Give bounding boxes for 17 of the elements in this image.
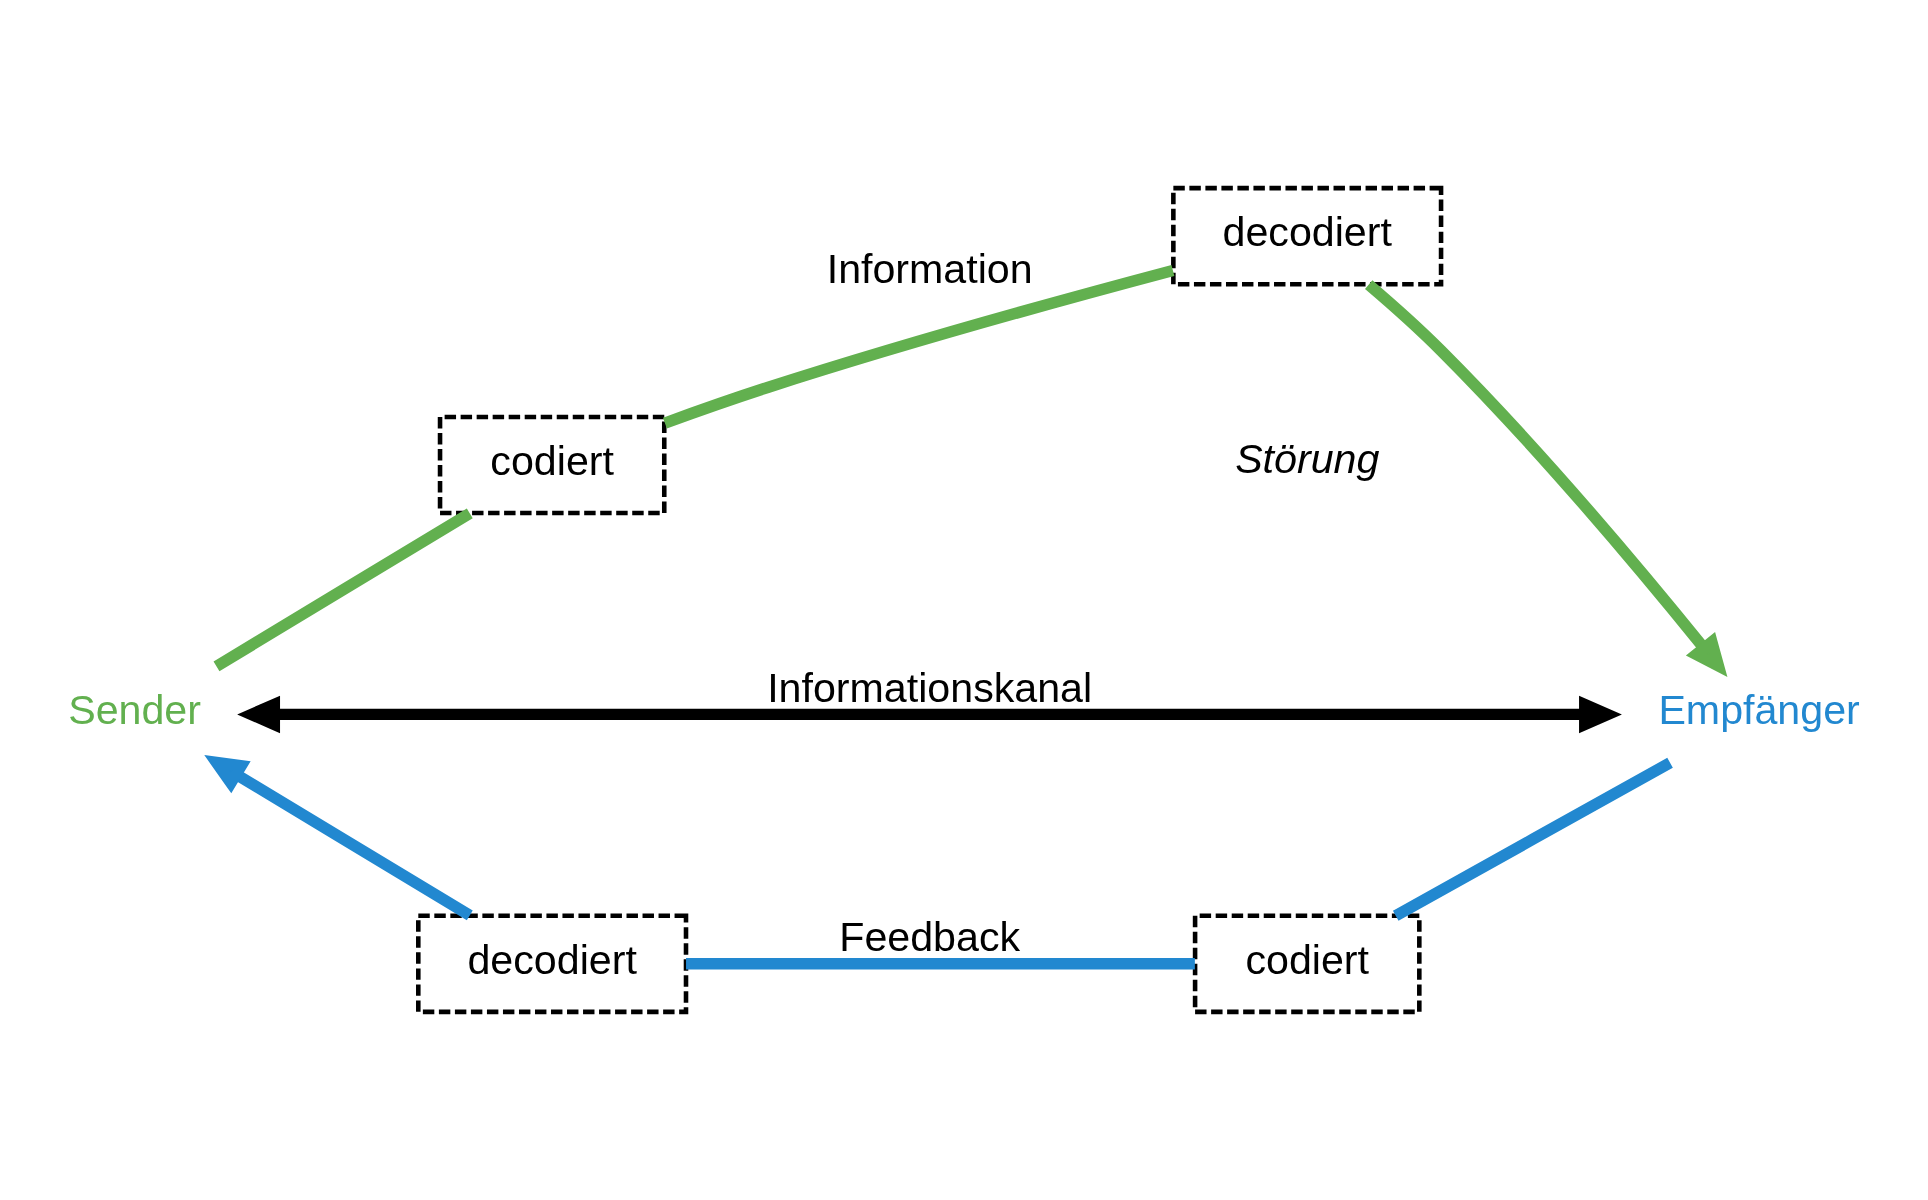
edge-label: Feedback — [839, 913, 1021, 960]
arrow — [237, 695, 1622, 734]
node-text: Empfänger — [1658, 687, 1860, 734]
connector — [1392, 757, 1673, 921]
arrow — [204, 755, 473, 921]
connector — [213, 508, 473, 672]
edge-label: Information — [826, 245, 1033, 292]
edge-label: Informationskanal — [767, 664, 1093, 711]
connector — [662, 264, 1175, 429]
node-box: codiert — [437, 414, 667, 516]
arrow — [1365, 280, 1728, 678]
label: Störung — [1235, 435, 1380, 482]
node-text: Sender — [68, 687, 201, 734]
connector — [686, 958, 1195, 970]
node-box: decodiert — [1171, 185, 1444, 287]
node-box: decodiert — [416, 913, 689, 1015]
node-box: codiert — [1192, 913, 1422, 1015]
